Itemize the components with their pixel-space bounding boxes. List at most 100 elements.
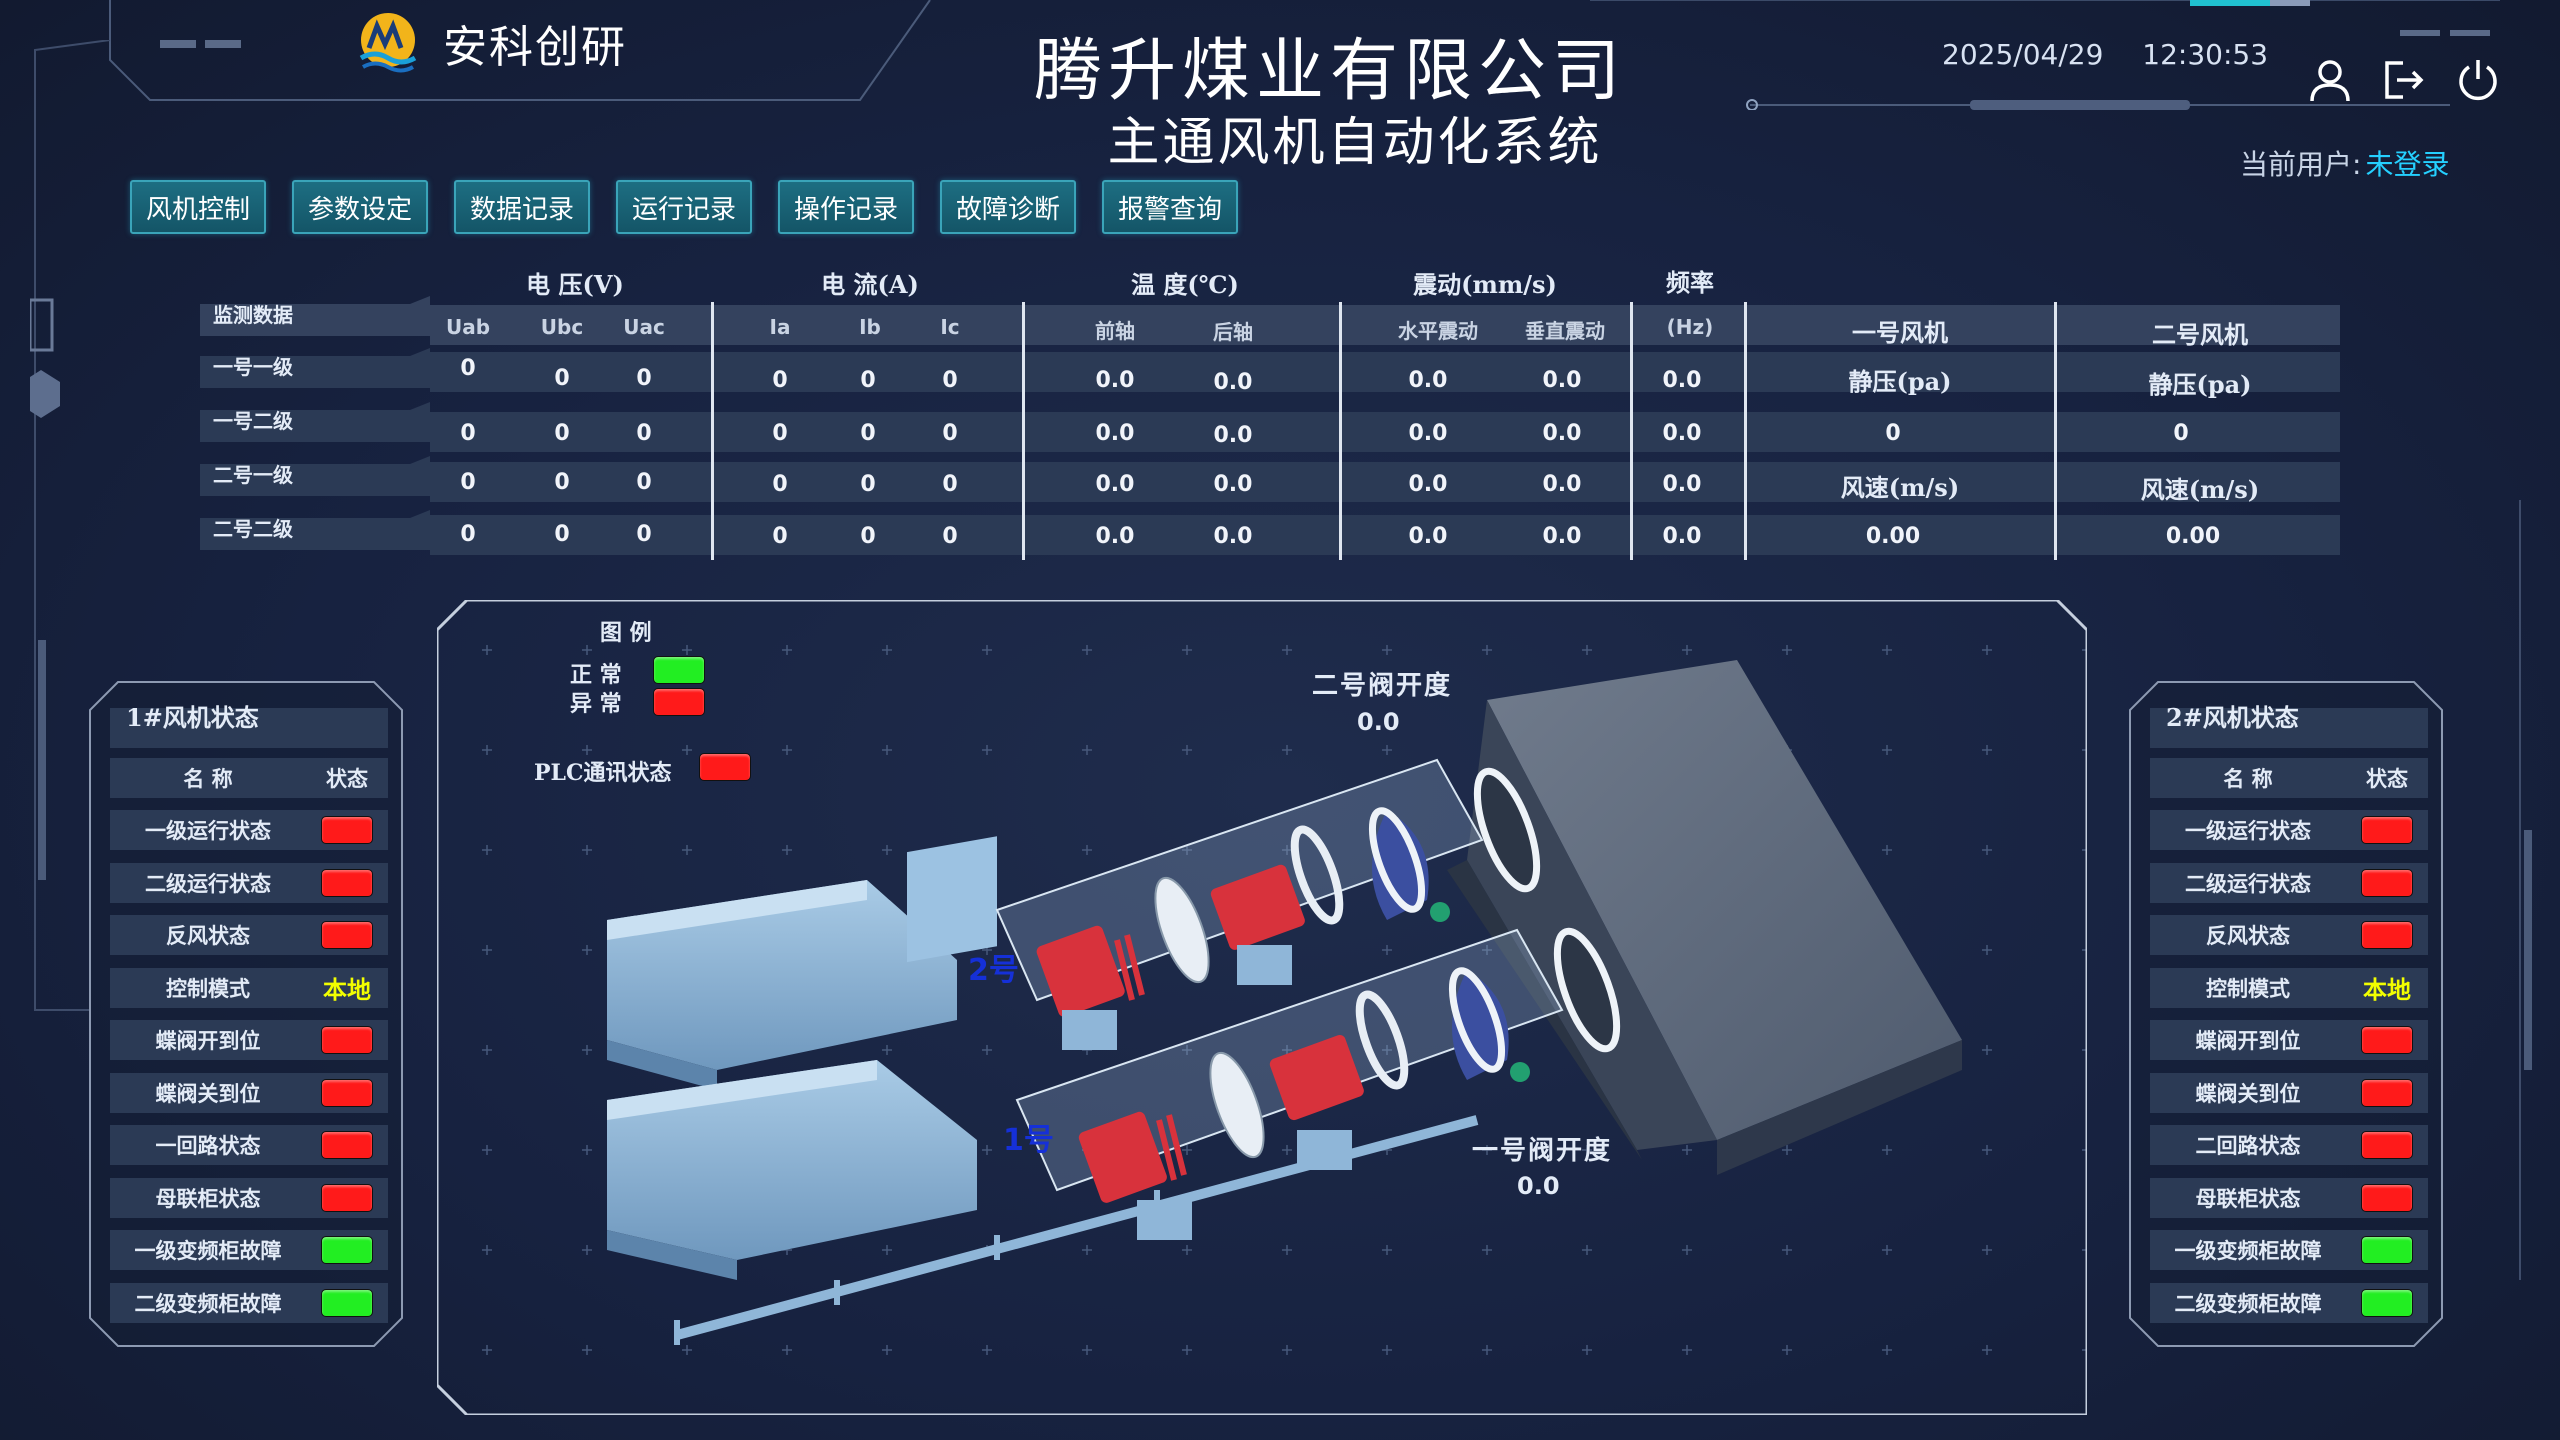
cell: 0 <box>554 470 570 495</box>
fan1-header: 一号风机 <box>1852 318 1948 347</box>
right-edge-decoration <box>2519 500 2532 1280</box>
status-cell <box>306 1078 388 1107</box>
status-cell <box>306 921 388 949</box>
status-name: 一级变频柜故障 <box>2174 1238 2322 1263</box>
group-voltage: 电 压(V) <box>526 270 624 299</box>
fan1-static-pressure-label: 静压(pa) <box>1848 367 1952 396</box>
legend-abnormal-indicator <box>653 688 705 716</box>
status-indicator <box>321 1288 373 1317</box>
divider <box>1022 302 1025 560</box>
logout-icon[interactable] <box>2379 55 2429 105</box>
corner-label: 监测数据 <box>213 303 293 327</box>
panel-title: 1#风机状态 <box>126 703 259 732</box>
nav-data-records[interactable]: 数据记录 <box>454 180 590 234</box>
cell: 0 <box>636 421 652 446</box>
status-row: 二级运行状态 <box>2150 862 2428 903</box>
status-name: 一级运行状态 <box>2185 818 2311 843</box>
status-cell <box>306 1288 388 1317</box>
status-cell <box>2346 1026 2428 1054</box>
status-indicator <box>321 1183 373 1212</box>
cell: 0.0 <box>1542 524 1582 549</box>
status-row: 二级变频柜故障 <box>2150 1282 2428 1323</box>
cell: 0 <box>860 421 876 446</box>
valve-2-label: 二号阀开度 <box>1312 671 1453 701</box>
cell: 0.0 <box>1095 421 1135 446</box>
status-name: 二级变频柜故障 <box>134 1290 282 1316</box>
control-mode-value: 本地 <box>323 975 371 1004</box>
table-row <box>430 412 2340 452</box>
nav-operation-records[interactable]: 操作记录 <box>778 180 914 234</box>
status-name: 控制模式 <box>2206 975 2290 1001</box>
control-mode-value: 本地 <box>2363 975 2411 1004</box>
col-header: Ubc <box>540 315 584 339</box>
cell: 0.0 <box>1408 524 1448 549</box>
legend-title: 图 例 <box>600 620 652 646</box>
status-indicator <box>2361 816 2413 844</box>
status-name: 控制模式 <box>166 975 250 1001</box>
status-indicator <box>321 1236 373 1264</box>
power-icon[interactable] <box>2453 55 2503 105</box>
cell: 0.0 <box>1662 472 1702 497</box>
cell: 0 <box>942 472 958 497</box>
status-cell <box>306 816 388 844</box>
cell: 0.0 <box>1408 472 1448 497</box>
cell: 0.0 <box>1542 472 1582 497</box>
nav-fault-diagnosis[interactable]: 故障诊断 <box>940 180 1076 234</box>
current-user: 当前用户:未登录 <box>2240 143 2449 183</box>
fan2-static-pressure-label: 静压(pa) <box>2148 370 2252 399</box>
group-current: 电 流(A) <box>821 270 919 299</box>
status-name: 母联柜状态 <box>2195 1185 2301 1211</box>
main-nav: 风机控制 参数设定 数据记录 运行记录 操作记录 故障诊断 报警查询 <box>130 180 1238 234</box>
status-row: 母联柜状态 <box>2150 1177 2428 1218</box>
status-name: 反风状态 <box>166 923 250 948</box>
cell: 0.0 <box>1213 524 1253 549</box>
cell: 0.0 <box>1662 368 1702 393</box>
fan2-static-pressure-value: 0 <box>2173 421 2189 446</box>
plc-status-indicator <box>699 753 751 781</box>
col-name-header: 名 称 <box>183 766 233 791</box>
status-cell <box>2346 1078 2428 1107</box>
status-indicator <box>321 868 373 897</box>
status-cell <box>306 1183 388 1212</box>
group-frequency: 频率 <box>1666 268 1714 297</box>
col-header: 垂直震动 <box>1525 319 1605 343</box>
row-label: 二号一级 <box>213 463 293 487</box>
status-name: 一级运行状态 <box>145 818 271 843</box>
fan-1-assembly <box>607 927 1621 1345</box>
col-header: Ia <box>769 315 791 339</box>
fan-2-tag: 2号 <box>968 953 1019 988</box>
nav-alarm-query[interactable]: 报警查询 <box>1102 180 1238 234</box>
fan2-air-speed-label: 风速(m/s) <box>2140 475 2260 504</box>
cell: 0 <box>772 472 788 497</box>
status-indicator <box>2361 1183 2413 1212</box>
status-cell <box>306 1236 388 1264</box>
status-row: 反风状态 <box>110 915 388 955</box>
user-icon[interactable] <box>2305 55 2355 105</box>
valve-1-value: 0.0 <box>1517 1172 1560 1200</box>
company-logo: 安科创研 <box>355 10 627 76</box>
status-cell <box>2346 816 2428 844</box>
nav-fan-control[interactable]: 风机控制 <box>130 180 266 234</box>
group-temperature: 温 度(℃) <box>1131 270 1239 299</box>
nav-run-records[interactable]: 运行记录 <box>616 180 752 234</box>
status-cell: 本地 <box>306 970 388 1005</box>
legend-normal-indicator <box>653 656 705 684</box>
status-row: 二回路状态 <box>2150 1125 2428 1165</box>
cell: 0 <box>772 368 788 393</box>
cell: 0 <box>860 524 876 549</box>
col-header: Uab <box>445 315 491 339</box>
row-label-tabs <box>200 296 430 550</box>
cell: 0.0 <box>1213 370 1253 395</box>
row-label: 二号二级 <box>213 517 293 541</box>
status-cell <box>306 868 388 897</box>
cell: 0 <box>942 368 958 393</box>
cell: 0.0 <box>1542 421 1582 446</box>
scene-frame <box>435 598 2089 1417</box>
status-cell <box>2346 921 2428 949</box>
col-header: 后轴 <box>1213 320 1253 344</box>
panel-header-row: 名 称 状态 <box>2150 758 2428 798</box>
nav-param-settings[interactable]: 参数设定 <box>292 180 428 234</box>
fan-2-assembly <box>607 758 1541 1090</box>
fan1-air-speed-label: 风速(m/s) <box>1840 473 1960 502</box>
col-header: Uac <box>623 315 665 339</box>
